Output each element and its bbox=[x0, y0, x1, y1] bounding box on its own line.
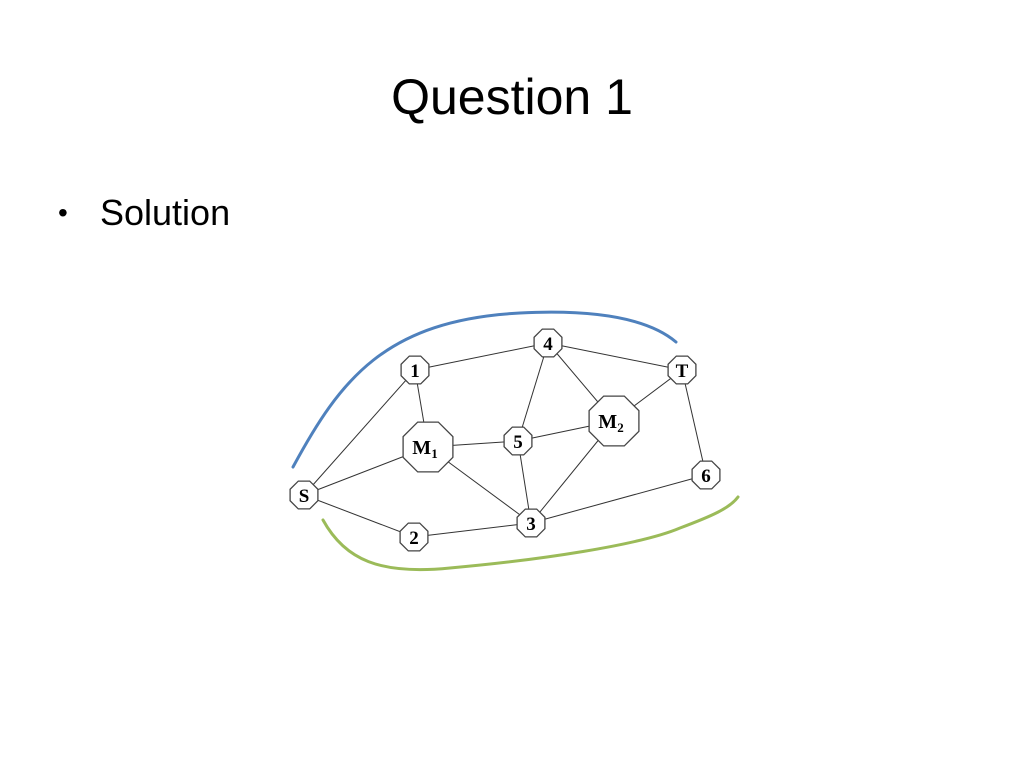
lower-path-curve bbox=[321, 495, 740, 572]
node-label: 6 bbox=[701, 466, 711, 487]
node-label: 4 bbox=[543, 334, 553, 355]
bullet-item: • Solution bbox=[58, 188, 230, 238]
node-1: 1 bbox=[400, 355, 430, 385]
node-label: 2 bbox=[409, 528, 419, 549]
node-t: T bbox=[667, 355, 697, 385]
node-shape bbox=[402, 421, 454, 473]
slide-title: Question 1 bbox=[391, 69, 633, 125]
edge-1-4 bbox=[414, 342, 549, 371]
node-label: T bbox=[676, 361, 689, 382]
node-2: 2 bbox=[399, 522, 429, 552]
node-shape bbox=[691, 460, 721, 490]
node-5: 5 bbox=[503, 426, 533, 456]
edge-S-2 bbox=[303, 494, 415, 538]
nodes-layer: S 1 2 3 4 5 6 T M1 M2 bbox=[289, 328, 721, 552]
node-label: 1 bbox=[410, 361, 420, 382]
node-4: 4 bbox=[533, 328, 563, 358]
upper-path-curve bbox=[291, 310, 678, 469]
node-m2: M2 bbox=[588, 395, 640, 447]
node-shape bbox=[400, 355, 430, 385]
node-shape bbox=[588, 395, 640, 447]
edge-3-6 bbox=[530, 474, 707, 524]
node-shape bbox=[399, 522, 429, 552]
bullet-dot-icon: • bbox=[58, 197, 68, 228]
node-subscript: 2 bbox=[617, 420, 624, 435]
node-shape bbox=[533, 328, 563, 358]
edge-S-1 bbox=[303, 369, 416, 496]
node-s: S bbox=[289, 480, 319, 510]
node-3: 3 bbox=[516, 508, 546, 538]
bullet-list: • Solution bbox=[58, 188, 230, 238]
node-label: S bbox=[299, 486, 310, 507]
node-shape bbox=[289, 480, 319, 510]
node-shape bbox=[667, 355, 697, 385]
bullet-text: Solution bbox=[100, 192, 231, 233]
node-shape bbox=[516, 508, 546, 538]
node-6: 6 bbox=[691, 460, 721, 490]
edge-4-5 bbox=[517, 342, 549, 442]
node-label: 3 bbox=[526, 514, 536, 535]
node-shape bbox=[503, 426, 533, 456]
node-m1: M1 bbox=[402, 421, 454, 473]
edge-2-3 bbox=[413, 522, 532, 538]
node-subscript: 1 bbox=[431, 446, 438, 461]
edge-T-6 bbox=[681, 369, 707, 476]
edge-4-T bbox=[547, 342, 683, 371]
node-label: 5 bbox=[513, 432, 523, 453]
